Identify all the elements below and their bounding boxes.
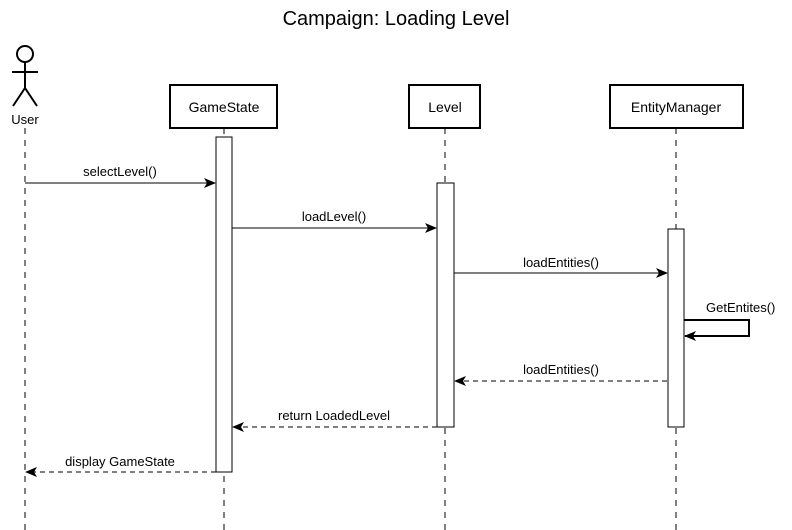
- participant-label: Level: [428, 99, 461, 115]
- message-get-entities-self: GetEntites(): [684, 300, 775, 341]
- message-return-loaded-level: return LoadedLevel: [232, 408, 437, 432]
- message-label: GetEntites(): [706, 300, 775, 315]
- participant-entitymanager: EntityManager: [609, 84, 744, 129]
- actor-head: [16, 45, 34, 63]
- message-select-level: selectLevel(): [25, 164, 216, 188]
- activation-gamestate: [215, 136, 233, 473]
- self-message-arrow: [684, 319, 750, 341]
- message-display-gamestate: display GameState: [25, 454, 216, 477]
- message-label: display GameState: [65, 454, 175, 469]
- message-label: selectLevel(): [83, 164, 157, 179]
- participant-level: Level: [408, 84, 481, 129]
- activation-level: [436, 182, 455, 428]
- participant-box: [609, 84, 744, 129]
- participant-box: [408, 84, 481, 129]
- message-label: loadEntities(): [523, 362, 599, 377]
- message-label: loadLevel(): [302, 209, 366, 224]
- participant-label: GameState: [189, 99, 260, 115]
- message-load-entities-return: loadEntities(): [454, 362, 667, 386]
- message-label: return LoadedLevel: [278, 408, 390, 423]
- participant-gamestate: GameState: [169, 84, 278, 129]
- message-label: loadEntities(): [523, 255, 599, 270]
- actor-left-leg: [12, 87, 26, 107]
- activation-entitymanager: [667, 228, 685, 428]
- message-load-entities: loadEntities(): [454, 255, 668, 278]
- actor-user: User: [11, 45, 39, 127]
- message-load-level: loadLevel(): [232, 209, 437, 233]
- diagram-title: Campaign: Loading Level: [283, 8, 510, 30]
- participant-label: EntityManager: [631, 99, 722, 115]
- participant-box: [169, 84, 278, 129]
- actor-right-leg: [24, 87, 38, 107]
- actor-label: User: [11, 112, 39, 127]
